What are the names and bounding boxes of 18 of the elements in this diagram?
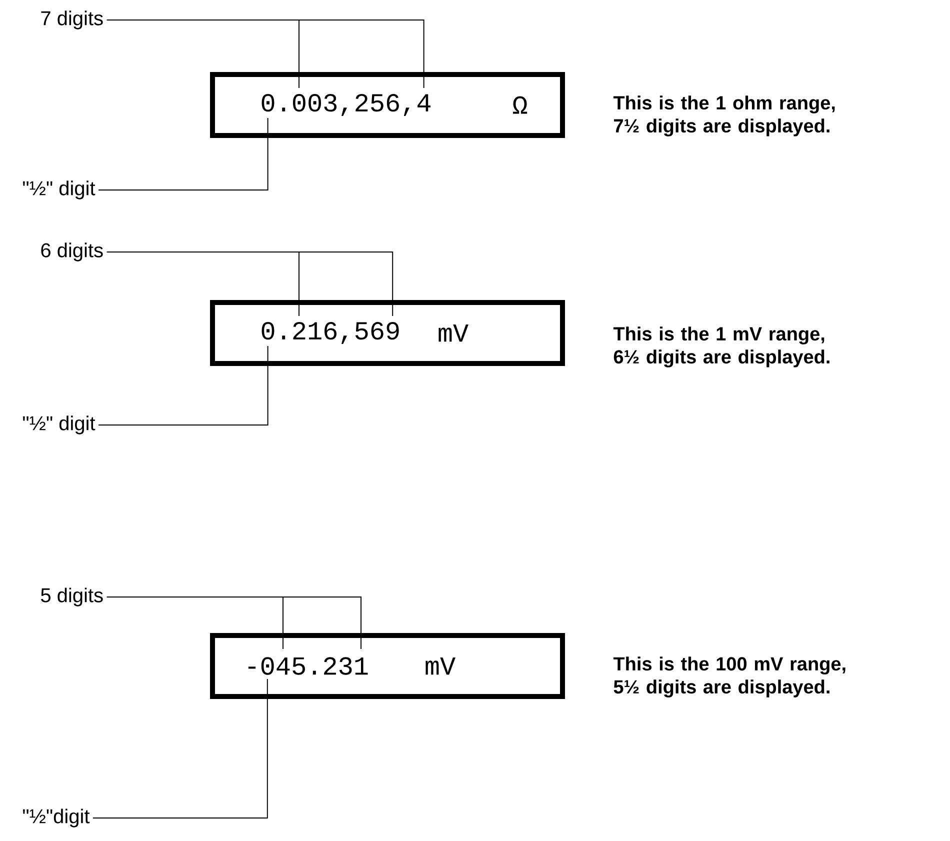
leader-line — [106, 596, 362, 650]
range-note: This is the 1 mV range, 6½ digits are displayed. — [613, 326, 830, 368]
digit-label: "½"digit — [23, 808, 90, 828]
leader-line — [106, 20, 424, 88]
digit-label: "½" digit — [23, 416, 96, 434]
range-note: This is the 1 ohm range, 7½ digits are displayed. — [613, 96, 835, 136]
digit-label: 6 digits — [41, 242, 103, 262]
leader-line — [98, 346, 268, 426]
digit-label: 7 digits — [41, 10, 103, 30]
display-box: 0.003,256,4 Ω — [210, 72, 565, 138]
display-box: 0.216,569 mV — [210, 300, 565, 366]
leader-line — [92, 678, 268, 818]
digit-label: "½" digit — [23, 180, 96, 200]
leader-line — [98, 118, 268, 190]
range-note: This is the 100 mV range, 5½ digits are displayed. — [613, 656, 846, 698]
display-box: -045.231 mV — [210, 633, 565, 699]
digit-label: 5 digits — [41, 588, 103, 606]
leader-line — [106, 252, 394, 316]
